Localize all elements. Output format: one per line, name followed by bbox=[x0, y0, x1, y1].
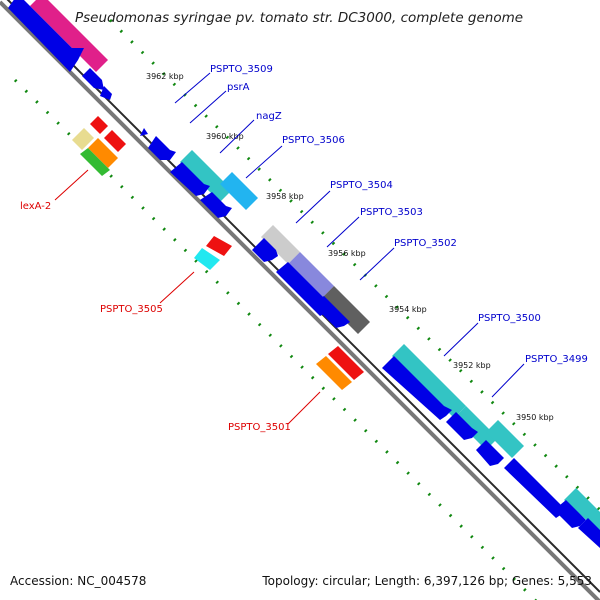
cds-magenta[interactable] bbox=[30, 0, 108, 72]
cds-orange-3501[interactable] bbox=[316, 356, 352, 390]
cds-blue-3[interactable] bbox=[100, 86, 112, 100]
gene-label-psra[interactable]: psrA bbox=[227, 82, 250, 93]
gene-label-pspto-3499[interactable]: PSPTO_3499 bbox=[525, 354, 588, 365]
cds-lavender-3503[interactable] bbox=[288, 252, 334, 298]
cds-blue-16[interactable] bbox=[578, 518, 600, 548]
cds-blue-12[interactable] bbox=[446, 412, 478, 440]
cds-blue-13[interactable] bbox=[476, 440, 504, 466]
cds-blue-15[interactable] bbox=[554, 500, 586, 528]
cds-orange-lexa[interactable] bbox=[88, 138, 118, 168]
kbp-label: 3956 kbp bbox=[328, 249, 366, 258]
cds-blue-10[interactable] bbox=[312, 296, 350, 328]
kbp-label: 3962 kbp bbox=[146, 72, 184, 81]
reverse-track bbox=[72, 116, 364, 390]
cds-blue-8[interactable] bbox=[252, 238, 278, 262]
cds-cyan-3500[interactable] bbox=[392, 344, 466, 418]
kbp-label: 3950 kbp bbox=[516, 413, 554, 422]
cds-darkgray-3502[interactable] bbox=[322, 286, 370, 334]
forward-colored-track bbox=[30, 0, 600, 532]
tick-dots-outer bbox=[108, 18, 600, 512]
cds-cyan-3499[interactable] bbox=[454, 406, 498, 450]
cds-blue-2[interactable] bbox=[82, 68, 104, 90]
genome-summary-text: Topology: circular; Length: 6,397,126 bp… bbox=[262, 574, 592, 588]
gene-label-lexa-2[interactable]: lexA-2 bbox=[20, 201, 51, 212]
gene-label-pspto-3502[interactable]: PSPTO_3502 bbox=[394, 238, 457, 249]
gene-label-pspto-3500[interactable]: PSPTO_3500 bbox=[478, 313, 541, 324]
forward-gene-labels: PSPTO_3509 psrA nagZ PSPTO_3506 PSPTO_35… bbox=[210, 64, 588, 365]
cds-red-3501[interactable] bbox=[328, 346, 364, 380]
kbp-label: 3960 kbp bbox=[206, 132, 244, 141]
cds-blue-14[interactable] bbox=[504, 458, 568, 518]
kbp-label: 3954 kbp bbox=[389, 305, 427, 314]
cds-blue-6[interactable] bbox=[170, 162, 210, 196]
reverse-gene-labels: lexA-2 PSPTO_3505 PSPTO_3501 bbox=[20, 201, 291, 433]
cds-blue-5[interactable] bbox=[148, 136, 176, 160]
cds-blue-1[interactable] bbox=[8, 0, 84, 72]
map-title: Pseudomonas syringae pv. tomato str. DC3… bbox=[75, 10, 524, 26]
forward-cds-track bbox=[8, 0, 600, 548]
cds-blue-4[interactable] bbox=[140, 128, 148, 136]
cds-khaki[interactable] bbox=[72, 128, 94, 150]
accession-text: Accession: NC_004578 bbox=[10, 574, 147, 588]
reverse-leaders bbox=[54, 169, 321, 425]
gene-label-pspto-3504[interactable]: PSPTO_3504 bbox=[330, 180, 393, 191]
cds-sky-3506[interactable] bbox=[220, 172, 258, 210]
gene-label-pspto-3501[interactable]: PSPTO_3501 bbox=[228, 422, 291, 433]
kbp-label: 3952 kbp bbox=[453, 361, 491, 370]
cds-blue-11[interactable] bbox=[382, 356, 452, 420]
cds-red-small[interactable] bbox=[90, 116, 108, 134]
cds-red-lexa[interactable] bbox=[104, 130, 126, 152]
forward-leaders bbox=[174, 72, 525, 398]
gene-label-nagz[interactable]: nagZ bbox=[256, 111, 282, 122]
gene-label-pspto-3509[interactable]: PSPTO_3509 bbox=[210, 64, 273, 75]
cds-cyan-3505[interactable] bbox=[194, 248, 220, 270]
gene-label-pspto-3506[interactable]: PSPTO_3506 bbox=[282, 135, 345, 146]
kbp-label: 3958 kbp bbox=[266, 192, 304, 201]
cds-blue-7[interactable] bbox=[200, 192, 232, 218]
cds-gray-3504[interactable] bbox=[261, 225, 300, 264]
gene-label-pspto-3503[interactable]: PSPTO_3503 bbox=[360, 207, 423, 218]
kbp-labels: 3962 kbp 3960 kbp 3958 kbp 3956 kbp 3954… bbox=[146, 72, 554, 422]
cds-cyan-3498[interactable] bbox=[486, 420, 524, 458]
cds-green-lexa[interactable] bbox=[80, 148, 110, 176]
gene-label-pspto-3505[interactable]: PSPTO_3505 bbox=[100, 304, 163, 315]
cds-cyan-3506[interactable] bbox=[180, 150, 232, 202]
cds-red-3505[interactable] bbox=[206, 236, 232, 256]
